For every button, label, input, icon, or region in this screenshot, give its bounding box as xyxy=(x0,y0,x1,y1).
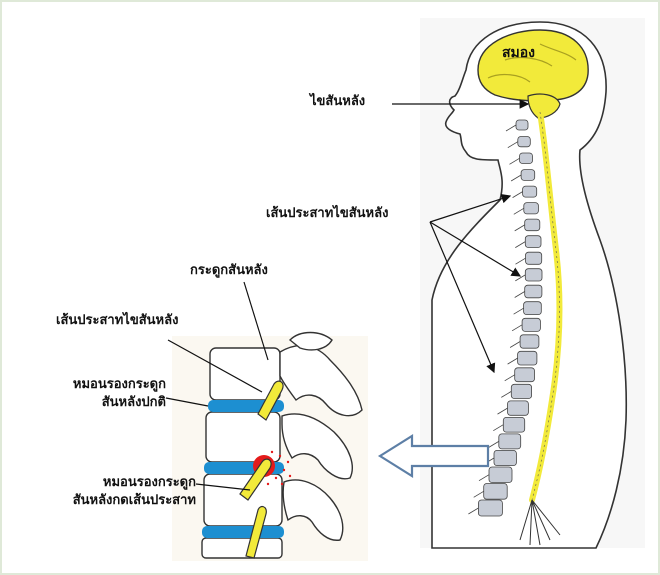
herniated-disc-label-line2: สันหลังกดเส้นประสาท xyxy=(72,493,196,508)
spinal-nerve-branch-17 xyxy=(501,391,512,398)
spinal-nerve-branch-20 xyxy=(488,441,500,448)
spinal-nerve-branch-4 xyxy=(510,174,522,182)
vertebra-8 xyxy=(524,235,542,248)
spine-detail xyxy=(201,331,363,559)
spinal-nerve-branch-10 xyxy=(515,274,526,282)
vertebra-19 xyxy=(502,416,526,433)
normal-disc-label: หมอนรองกระดูก สันหลังปกติ xyxy=(40,376,166,412)
vertebra-17 xyxy=(510,383,532,399)
herniated-disc-label-line1: หมอนรองกระดูก xyxy=(102,475,196,490)
spinal-nerve-branch-1 xyxy=(505,124,517,132)
vertebra-24 xyxy=(477,499,503,517)
vertebra-12 xyxy=(523,301,542,316)
vertebra-3 xyxy=(519,152,533,164)
spinal-nerve-branch-15 xyxy=(507,357,518,365)
spinal-nerve-detail-label: เส้นประสาทไขสันหลัง xyxy=(56,313,179,328)
spinal-nerve-branch-7 xyxy=(514,224,525,232)
spinal-nerve-branch-22 xyxy=(478,474,490,482)
vertebra-9 xyxy=(525,251,543,265)
vertebra-21 xyxy=(493,449,517,466)
vertebra-7 xyxy=(524,218,541,232)
spinal-nerve-branch-6 xyxy=(513,207,525,215)
spinal-nerve-branch-13 xyxy=(511,324,523,332)
normal-disc-label-line2: สันหลังปกติ xyxy=(101,395,166,410)
vertebra-23 xyxy=(483,483,508,500)
vertebra-13 xyxy=(521,317,541,332)
spinal-nerve-branch-5 xyxy=(512,191,523,198)
vertebra-1 xyxy=(515,119,529,131)
brain-label: สมอง xyxy=(502,45,536,61)
hollow-arrow xyxy=(377,434,490,478)
spinal-nerve-branch-23 xyxy=(473,490,484,498)
vertebra-2 xyxy=(517,136,531,148)
spinal-nerve-branch-16 xyxy=(504,374,515,382)
herniated-disc-label: หมอนรองกระดูก สันหลังกดเส้นประสาท xyxy=(20,474,196,510)
spinal-nerve-branch-18 xyxy=(497,407,508,415)
brain-shape xyxy=(477,29,589,102)
vertebra-22 xyxy=(488,466,513,483)
spinal-cord-label: ไขสันหลัง xyxy=(310,94,366,109)
spinal-nerves-label: เส้นประสาทไขสันหลัง xyxy=(266,206,389,221)
vertebra-6 xyxy=(523,202,539,215)
spinal-nerve-branch-14 xyxy=(509,341,521,348)
nerve-root-upper xyxy=(257,380,284,421)
spinal-nerve-branch-2 xyxy=(507,141,519,149)
vertebra-label: กระดูกสันหลัง xyxy=(190,263,268,278)
spinal-nerve-branch-24 xyxy=(468,507,479,515)
vertebra-15 xyxy=(517,350,538,366)
vertebra-14 xyxy=(519,334,540,349)
vertebra-18 xyxy=(507,400,529,416)
vertebra-5 xyxy=(522,185,538,198)
vertebra-10 xyxy=(524,268,543,282)
spinal-nerve-branch-8 xyxy=(515,241,526,248)
spinal-nerve-branch-11 xyxy=(514,291,525,298)
spinal-nerve-branch-9 xyxy=(515,257,526,265)
lower-disc xyxy=(202,526,284,538)
spinal-nerve-branch-12 xyxy=(513,307,524,315)
vertebral-column xyxy=(468,119,543,517)
vertebra-4 xyxy=(520,169,536,181)
vertebra-16 xyxy=(514,367,535,383)
normal-disc-label-line1: หมอนรองกระดูก xyxy=(72,377,166,392)
vertebra-11 xyxy=(524,284,543,299)
spinal-nerve-branch-19 xyxy=(493,424,504,432)
vertebra-20 xyxy=(498,433,522,450)
spinal-nerve-branch-3 xyxy=(509,157,520,165)
nerve-root-lower xyxy=(245,505,267,559)
